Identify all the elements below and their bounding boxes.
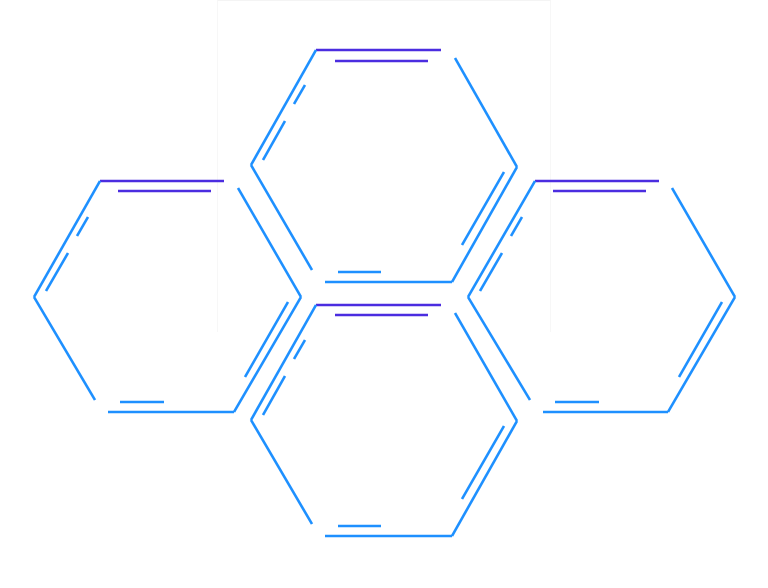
bond-inner [75,216,90,237]
bond-inner [478,252,504,292]
top-ring [249,48,519,284]
bond-inner [292,84,307,105]
bond [249,49,318,166]
bond [450,420,519,537]
bond-inner [292,339,307,360]
bond-inner [460,171,506,246]
bond [466,296,532,401]
bond-inner [509,216,524,237]
bond [32,180,102,298]
bond [666,296,737,413]
bond [32,296,97,401]
left-ring [32,179,303,414]
bond [232,296,303,413]
right-ring [466,179,737,414]
bond-inner [261,120,287,161]
bond [249,164,314,271]
bond [236,187,303,298]
bond [670,187,737,298]
bond [453,57,519,168]
bond-inner [460,425,506,500]
bottom-ring [249,303,519,538]
bond [453,312,519,422]
bond [450,166,519,283]
bond-inner [243,301,290,378]
bond [466,180,537,298]
bond [249,419,314,525]
bond-inner [44,252,70,292]
bond [249,304,318,421]
bond-inner [677,301,724,378]
bond-inner [261,375,287,416]
